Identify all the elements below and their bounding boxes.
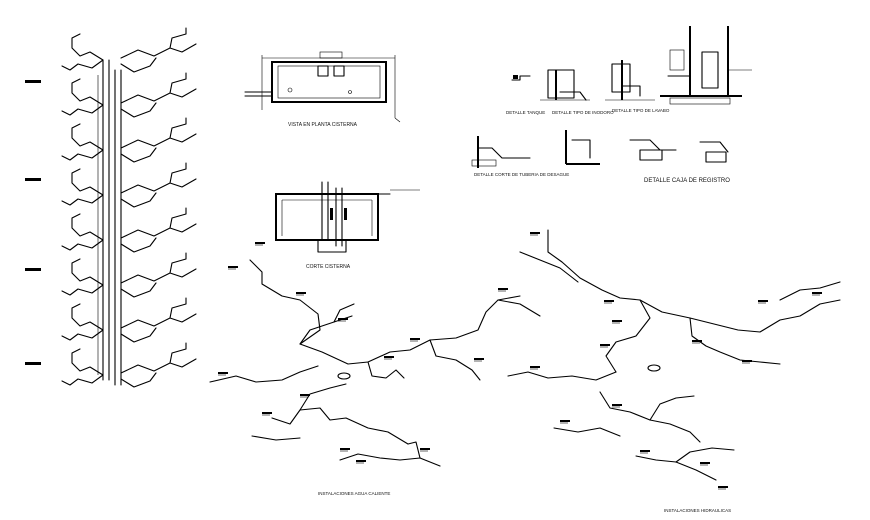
callout-tag (228, 266, 238, 268)
riser-branch-right (120, 192, 157, 208)
riser-branch-right (169, 207, 187, 229)
callout-tag (718, 486, 728, 488)
riser-branch-right (120, 88, 197, 104)
callout-tag (640, 450, 650, 452)
riser-branch-left (61, 104, 104, 116)
riser-branch-right (120, 178, 197, 194)
callout-tag (700, 462, 710, 464)
riser-branch-left (71, 348, 104, 376)
callout-tag (692, 340, 702, 342)
riser-branch-left (61, 284, 104, 296)
callout-tag (742, 360, 752, 362)
riser-branch-right (169, 162, 187, 184)
riser-branch-right (120, 237, 157, 253)
level-tag (25, 178, 41, 181)
callout-tag (812, 292, 822, 294)
hydraulic-title: INSTALACIONES HIDRAULICAS (664, 508, 731, 513)
callout-tag (218, 372, 228, 374)
riser-branch-left (71, 168, 104, 196)
callout-tag (600, 344, 610, 346)
callout-tag (338, 318, 348, 320)
riser-branch-right (169, 27, 187, 49)
svg-text:DETALLE TIPO DE LAVABO: DETALLE TIPO DE LAVABO (612, 108, 670, 113)
cistern-section: CORTE CISTERNA (275, 181, 420, 270)
callout-tag (384, 356, 394, 358)
riser-branch-left (61, 194, 104, 206)
hot-water-title: INSTALACIONES AGUA CALIENTE (318, 491, 390, 496)
callout-tag (530, 232, 540, 234)
level-tag (25, 362, 41, 365)
hot-water-network: INSTALACIONES AGUA CALIENTE (209, 259, 521, 496)
detail-tank: DETALLE TANQUE (506, 75, 545, 115)
svg-text:DETALLE CORTE DE TUBERIA DE DE: DETALLE CORTE DE TUBERIA DE DESAGUE (474, 172, 569, 177)
riser-branch-right (169, 252, 187, 274)
riser-branch-right (120, 43, 197, 59)
level-tag (25, 268, 41, 271)
riser-branch-right (120, 102, 157, 118)
callout-tag (612, 404, 622, 406)
riser-branch-left (61, 149, 104, 161)
riser-branch-right (120, 282, 157, 298)
riser-branch-left (71, 33, 104, 61)
riser-branch-left (61, 59, 104, 71)
riser-branch-right (120, 223, 197, 239)
riser-branch-right (169, 297, 187, 319)
callout-tag (420, 448, 430, 450)
callout-tag (604, 300, 614, 302)
detail-toilet: DETALLE TIPO DE INODORO (540, 69, 614, 115)
cistern-plan-title: VISTA EN PLANTA CISTERNA (288, 122, 358, 128)
cistern-plan-view: VISTA EN PLANTA CISTERNA (244, 51, 401, 128)
cistern-section-title: CORTE CISTERNA (306, 264, 351, 270)
riser-branch-right (169, 117, 187, 139)
detail-register-box: DETALLE CAJA DE REGISTRO (629, 139, 730, 184)
riser-branch-left (61, 239, 104, 251)
detail-small-section (565, 130, 600, 165)
callout-tag (612, 320, 622, 322)
riser-branch-left (71, 123, 104, 151)
hydraulic-network: INSTALACIONES HIDRAULICAS (497, 229, 841, 513)
riser-branch-left (61, 329, 104, 341)
riser-branch-left (61, 374, 104, 386)
detail-sink: DETALLE TIPO DE LAVABO (605, 60, 670, 113)
riser-branch-right (120, 147, 157, 163)
riser-branch-left (71, 258, 104, 286)
riser-branch-right (120, 358, 197, 374)
callout-tag (410, 338, 420, 340)
callout-tag (255, 242, 265, 244)
callout-tag (530, 366, 540, 368)
riser-branch-left (71, 213, 104, 241)
riser-branch-right (120, 133, 197, 149)
level-tag (25, 80, 41, 83)
callout-tag (498, 288, 508, 290)
svg-text:DETALLE TANQUE: DETALLE TANQUE (506, 110, 545, 115)
callout-tag (340, 448, 350, 450)
riser-branch-right (120, 268, 197, 284)
detail-wall-section (660, 26, 752, 105)
riser-branch-right (169, 72, 187, 94)
annotation-callouts (218, 232, 822, 490)
riser-isometric (25, 27, 197, 388)
callout-tag (262, 412, 272, 414)
callout-tag (356, 460, 366, 462)
riser-branch-left (71, 303, 104, 331)
svg-text:DETALLE TIPO DE INODORO: DETALLE TIPO DE INODORO (552, 110, 614, 115)
riser-branch-right (120, 313, 197, 329)
riser-branch-right (120, 327, 157, 343)
detail-drain-pipe: DETALLE CORTE DE TUBERIA DE DESAGUE (471, 136, 569, 177)
callout-tag (758, 300, 768, 302)
callout-tag (560, 420, 570, 422)
callout-tag (296, 292, 306, 294)
callout-tag (474, 358, 484, 360)
riser-branch-right (120, 372, 157, 388)
riser-branch-right (169, 342, 187, 364)
riser-branch-left (71, 78, 104, 106)
callout-tag (300, 394, 310, 396)
svg-text:DETALLE CAJA DE REGISTRO: DETALLE CAJA DE REGISTRO (644, 178, 730, 184)
riser-branch-right (120, 57, 157, 73)
